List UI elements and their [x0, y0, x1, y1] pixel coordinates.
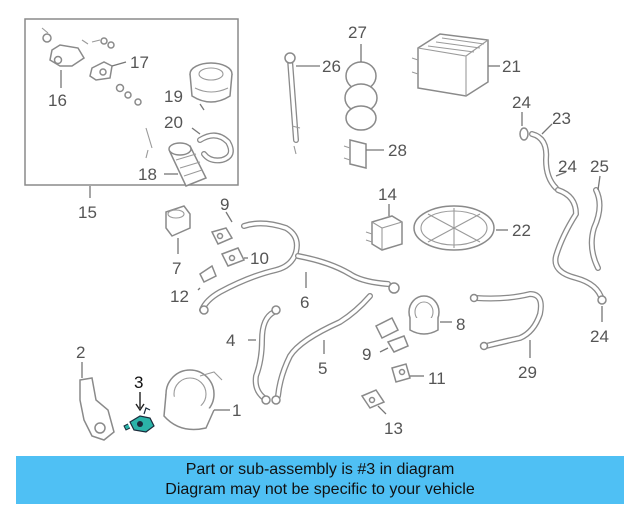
callout-6: 6 — [300, 293, 309, 312]
callout-21: 21 — [502, 57, 521, 76]
bracket-16-illustration — [41, 27, 115, 67]
callout-15: 15 — [78, 203, 97, 222]
sensor-14-illustration — [365, 215, 403, 251]
parts-diagram: 1 2 3 4 5 6 7 8 9 9 10 11 12 13 14 15 16… — [24, 18, 609, 441]
callout-20: 20 — [164, 113, 183, 132]
gasket-10-illustration — [220, 247, 246, 267]
bolt-12-illustration — [199, 264, 217, 284]
valve-8-illustration — [408, 295, 440, 335]
callout-1: 1 — [232, 401, 241, 420]
sensor-29-illustration — [469, 291, 544, 351]
callout-10: 10 — [250, 249, 269, 268]
gasket-9-illustration — [210, 227, 234, 245]
callout-9a: 9 — [220, 195, 229, 214]
air-pump-1-illustration — [163, 369, 223, 431]
pipe-25-illustration — [552, 187, 607, 305]
bracket-28-illustration — [343, 139, 367, 169]
control-unit-21-illustration — [411, 33, 489, 97]
gasket-9b-illustration — [374, 316, 409, 353]
callout-29: 29 — [518, 363, 537, 382]
callout-24b: 24 — [558, 157, 577, 176]
callout-25: 25 — [590, 157, 609, 176]
heat-shield-2-illustration — [79, 377, 115, 441]
callout-9b: 9 — [362, 345, 371, 364]
callout-13: 13 — [384, 419, 403, 438]
callout-22: 22 — [512, 221, 531, 240]
callout-14: 14 — [378, 185, 397, 204]
callout-4: 4 — [226, 331, 235, 350]
selected-part-3-illustration — [123, 407, 155, 433]
callout-28: 28 — [388, 141, 407, 160]
callout-16: 16 — [48, 91, 67, 110]
callout-27: 27 — [348, 23, 367, 42]
callout-12: 12 — [170, 287, 189, 306]
callout-17: 17 — [130, 53, 149, 72]
pipe-4-illustration — [252, 305, 281, 405]
hose-20-illustration — [145, 127, 234, 164]
callout-23: 23 — [552, 109, 571, 128]
callout-8: 8 — [456, 315, 465, 334]
callout-11: 11 — [428, 369, 446, 388]
callout-18: 18 — [138, 165, 157, 184]
valve-19-illustration — [189, 62, 233, 103]
bracket-17-illustration — [89, 61, 142, 106]
callout-24a: 24 — [512, 93, 531, 112]
rod-26-illustration — [284, 52, 301, 155]
callout-7: 7 — [172, 259, 181, 278]
banner-line-2: Diagram may not be specific to your vehi… — [165, 481, 475, 498]
valve-7-illustration — [165, 205, 191, 237]
callout-2: 2 — [76, 343, 85, 362]
pipe-5-illustration — [271, 293, 373, 405]
banner-line-1: Part or sub-assembly is #3 in diagram — [185, 461, 455, 478]
filter-18-illustration — [168, 142, 208, 187]
info-banner: Part or sub-assembly is #3 in diagram Di… — [16, 456, 624, 504]
pipe-6-illustration — [199, 220, 400, 315]
callout-26: 26 — [322, 57, 341, 76]
gasket-22-illustration — [413, 205, 495, 251]
callout-19: 19 — [164, 87, 183, 106]
callout-5: 5 — [318, 359, 327, 378]
callout-24c: 24 — [590, 327, 609, 346]
hose-23-illustration — [519, 127, 559, 191]
cylinder-27-illustration — [344, 61, 378, 131]
callout-3: 3 — [134, 373, 143, 392]
bracket-11-illustration — [391, 363, 411, 383]
bracket-13-illustration — [360, 389, 386, 409]
